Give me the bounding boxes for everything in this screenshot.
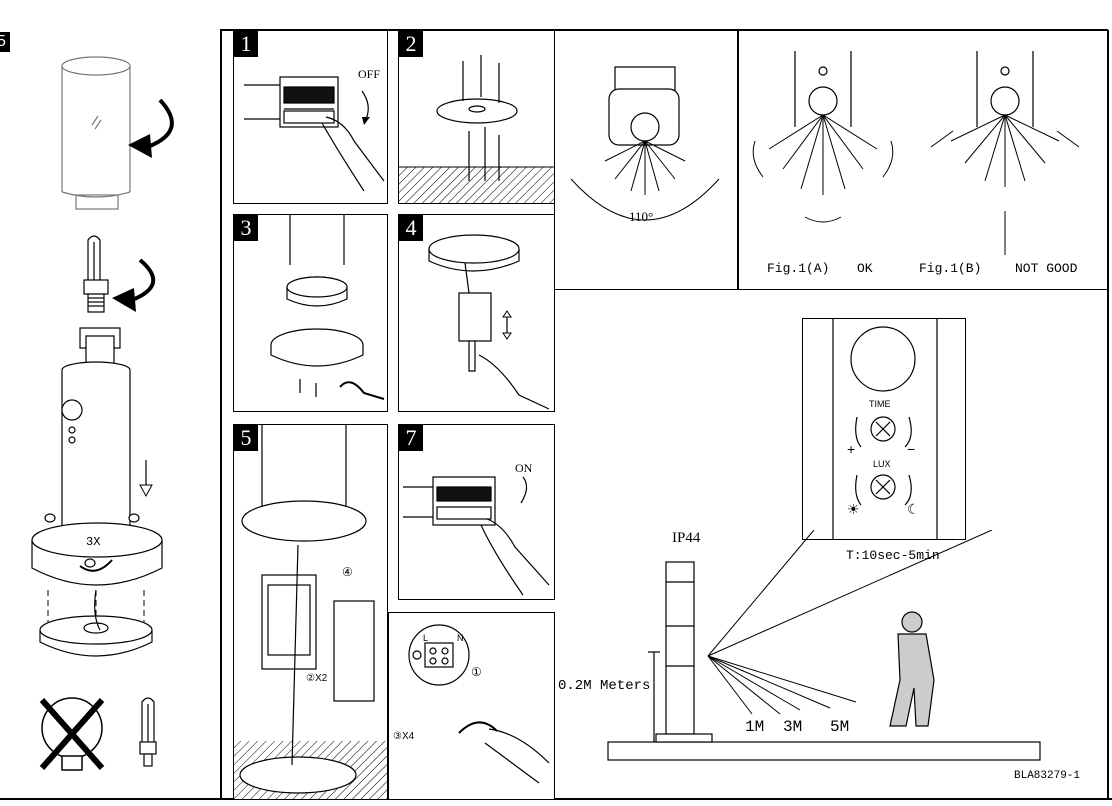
fig-b-verdict: NOT GOOD (1015, 261, 1078, 276)
terminal-callout-marker: ① (471, 665, 482, 679)
step-7-number: 7 (399, 425, 423, 451)
sun-icon: ☀ (847, 501, 860, 517)
base-plate (31, 513, 163, 586)
sensor-controls-illustration (832, 319, 938, 539)
wiring-illustration (234, 425, 387, 799)
step-7-switch-label: ON (515, 461, 533, 475)
step-1-number: 1 (234, 31, 258, 57)
terminal-block-illustration (408, 624, 550, 784)
step-5-number: 5 (234, 425, 258, 451)
step-3-number: 3 (234, 215, 258, 241)
lux-label: LUX (873, 459, 891, 469)
fig-b-caption: Fig.1(B) (919, 261, 982, 276)
detection-angle-illustration (570, 66, 720, 221)
junction-box-illustration (428, 234, 550, 410)
cfl-bulb (83, 235, 109, 313)
divider-right (1107, 30, 1109, 800)
no-incandescent-icon (39, 697, 105, 771)
rotate-arrow-1 (149, 98, 174, 148)
step-5-wire-count: ②X2 (306, 673, 328, 684)
moon-icon: ☾ (907, 501, 920, 517)
time-label: TIME (869, 399, 891, 409)
time-range: T:10sec-5min (846, 548, 940, 563)
step-5-up-marker: ④ (342, 565, 353, 579)
ip-rating: IP44 (672, 530, 701, 546)
step-2-number: 2 (399, 31, 423, 57)
walking-person-icon (889, 611, 935, 727)
divider-left (220, 30, 222, 800)
bollard-body (61, 327, 131, 540)
terminal-label-L: L (423, 633, 429, 643)
step-4-number: 4 (399, 215, 423, 241)
left-column-illustration (31, 56, 174, 771)
divider-bottom (0, 798, 1112, 800)
rotate-arrow-2 (131, 258, 156, 302)
height-label: 0.2M Meters (558, 678, 651, 694)
step-5-screw-count: ③X4 (393, 731, 415, 742)
sensor-orientation-figure (752, 51, 1080, 255)
breaker-off-illustration (244, 76, 385, 192)
terminal-label-N: N (457, 633, 464, 643)
step-1-panel: 1 OFF (233, 30, 388, 204)
time-minus: − (907, 441, 916, 457)
step-3-panel: 3 (233, 214, 388, 412)
step-1-switch-label: OFF (358, 67, 381, 81)
step-7-panel: 7 ON (398, 424, 555, 600)
mounting-screws-illustration (399, 55, 554, 203)
distance-3: 5M (830, 718, 850, 736)
step-5-panel: 5 ④ ②X2 (233, 424, 388, 800)
angle-panel: 110° (554, 30, 738, 290)
time-plus: + (847, 441, 856, 457)
step-2-panel: 2 (398, 30, 555, 204)
breaker-on-illustration (403, 476, 550, 596)
screw-arrow (79, 559, 113, 572)
glass-diffuser (61, 56, 131, 210)
base-assembly-illustration (270, 215, 385, 400)
terminal-panel: L N ① ③X4 (388, 612, 555, 800)
header-mark: 5 (0, 32, 10, 52)
angle-value: 110° (629, 209, 654, 224)
cfl-allowed-icon (139, 697, 157, 767)
installation-scene (607, 530, 1041, 761)
ground-plate (39, 589, 153, 657)
left-screw-count: 3X (86, 535, 101, 549)
distance-2: 3M (783, 718, 803, 736)
fig-a-caption: Fig.1(A) (767, 261, 830, 276)
distance-1: 1M (745, 718, 765, 736)
divider-top (220, 29, 1108, 31)
step-4-panel: 4 (398, 214, 555, 412)
fig-panel: Fig.1(A) OK Fig.1(B) NOT GOOD (738, 30, 1108, 290)
sensor-detail-panel: TIME + − LUX ☀ ☾ (802, 318, 966, 540)
model-code: BLA83279-1 (1014, 770, 1081, 782)
header-mark-text: 5 (0, 33, 6, 50)
fig-a-verdict: OK (857, 261, 873, 276)
